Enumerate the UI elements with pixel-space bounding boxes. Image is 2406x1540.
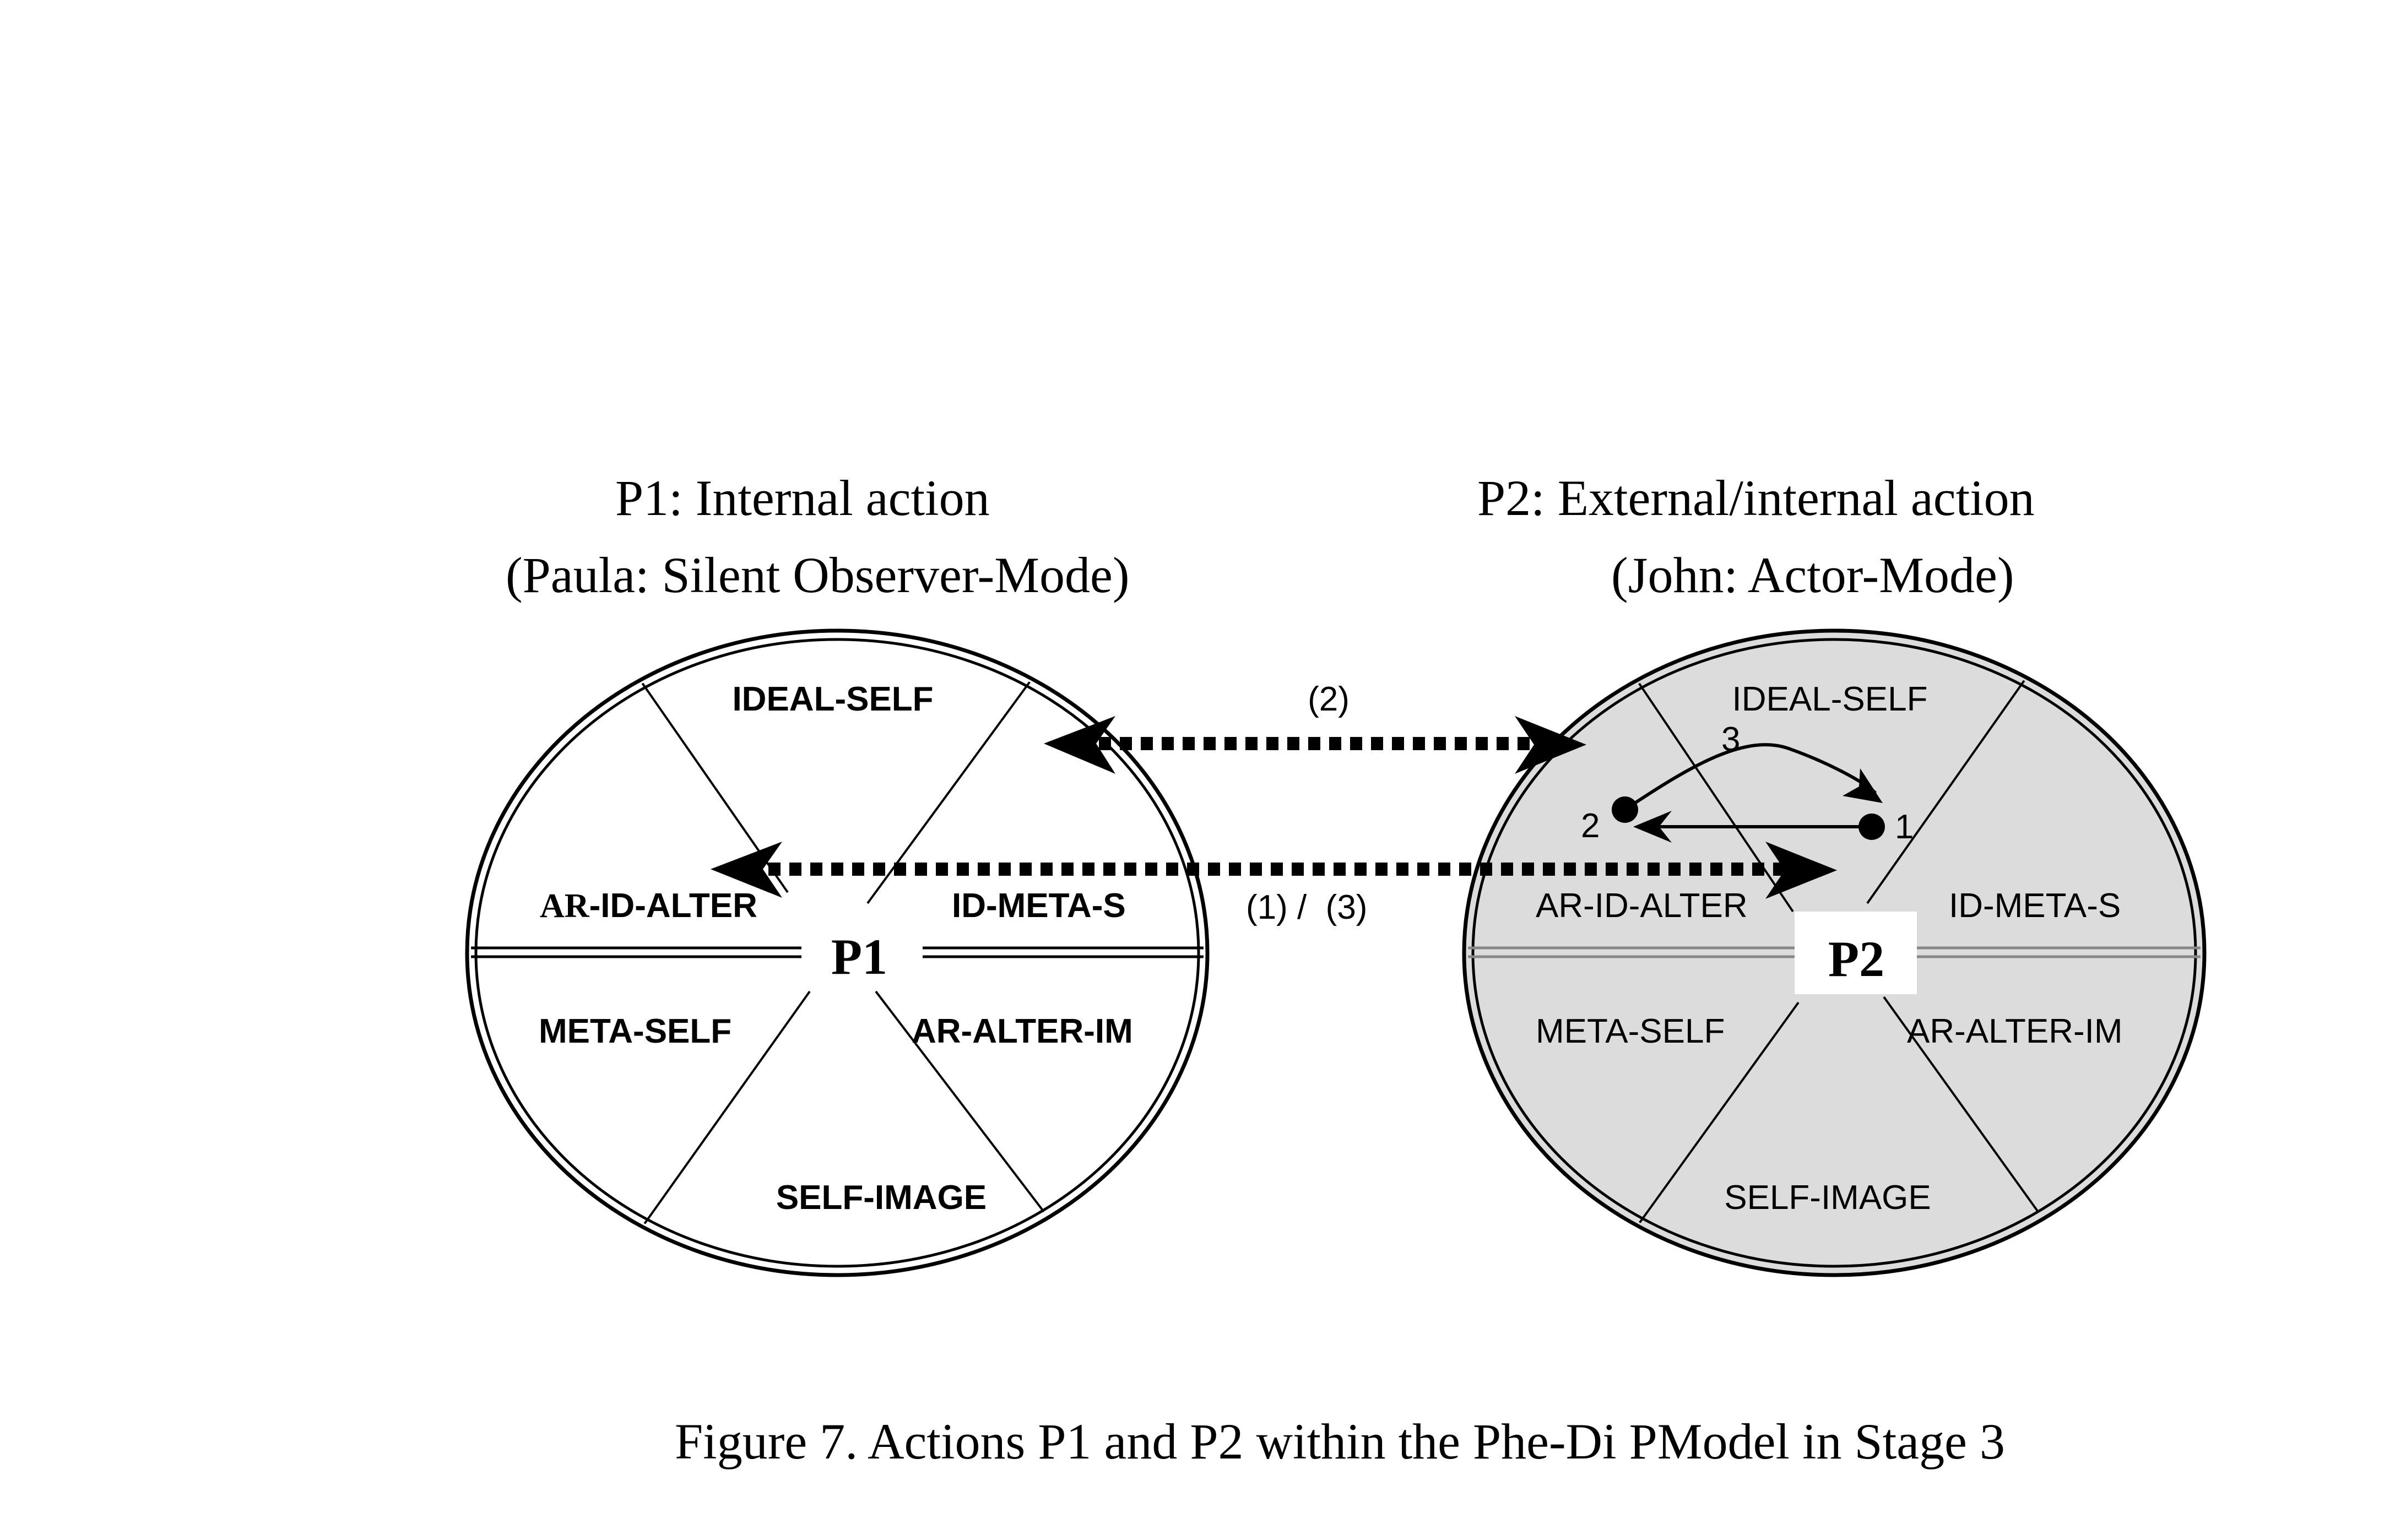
p2-segment-id-meta-s: ID-META-S — [1949, 887, 2121, 925]
connection-upper-label: (2) — [1308, 680, 1350, 718]
p2-model: P2 IDEAL-SELF AR-ID-ALTER ID-META-S META… — [1462, 628, 2207, 1277]
p2-step-arc-2-to-1 — [1624, 743, 1877, 811]
p2-step-arc-head — [1843, 768, 1883, 803]
connection-upper-right-arrowhead — [1515, 716, 1586, 774]
p1-segment-ideal-self: IDEAL-SELF — [732, 680, 933, 718]
p1-title: P1: Internal action — [615, 470, 990, 526]
connection-lower-label: (1) / (3) — [1246, 888, 1367, 926]
p2-step2-label: 2 — [1581, 807, 1600, 845]
p1-ellipse — [465, 628, 1210, 1277]
p1-center-label: P1 — [831, 929, 887, 985]
connection-upper-left-arrowhead — [1044, 716, 1115, 774]
p2-step-arrow-1-to-2-head — [1633, 811, 1672, 843]
p1-segment-id-meta-s: ID-META-S — [952, 887, 1126, 925]
p2-segment-ar-alter-im: AR-ALTER-IM — [1907, 1012, 2123, 1050]
p2-title: P2: External/internal action — [1477, 470, 2035, 526]
p1-segment-ar-id-alter: AR-ID-ALTER — [540, 887, 757, 925]
p2-segment-ar-id-alter: AR-ID-ALTER — [1536, 887, 1748, 925]
p2-segment-ideal-self: IDEAL-SELF — [1732, 680, 1928, 718]
p1-segment-ar-alter-im: AR-ALTER-IM — [912, 1012, 1133, 1050]
p2-segment-self-image: SELF-IMAGE — [1724, 1179, 1931, 1217]
connection-lower — [711, 842, 1837, 899]
p2-inner-steps: 1 2 3 — [1581, 720, 1914, 846]
connection-lower-left-arrowhead — [711, 842, 782, 898]
p1-segment-self-image: SELF-IMAGE — [776, 1179, 987, 1217]
connection-lower-right-arrowhead — [1765, 842, 1837, 899]
figure-caption: Figure 7. Actions P1 and P2 within the P… — [675, 1413, 2005, 1469]
p2-step3-label: 3 — [1721, 720, 1740, 758]
p1-subtitle: (Paula: Silent Observer-Mode) — [506, 547, 1130, 603]
p2-center-label: P2 — [1828, 931, 1884, 987]
p2-segment-meta-self: META-SELF — [1536, 1012, 1725, 1050]
p2-center-box — [1795, 912, 1917, 994]
p2-step1-label: 1 — [1895, 808, 1914, 846]
p2-subtitle: (John: Actor-Mode) — [1611, 547, 2014, 603]
p1-segment-meta-self: META-SELF — [539, 1012, 731, 1050]
p1-model: IDEAL-SELF AR-ID-ALTER ID-META-S META-SE… — [465, 628, 1210, 1277]
connection-upper — [1044, 716, 1586, 774]
